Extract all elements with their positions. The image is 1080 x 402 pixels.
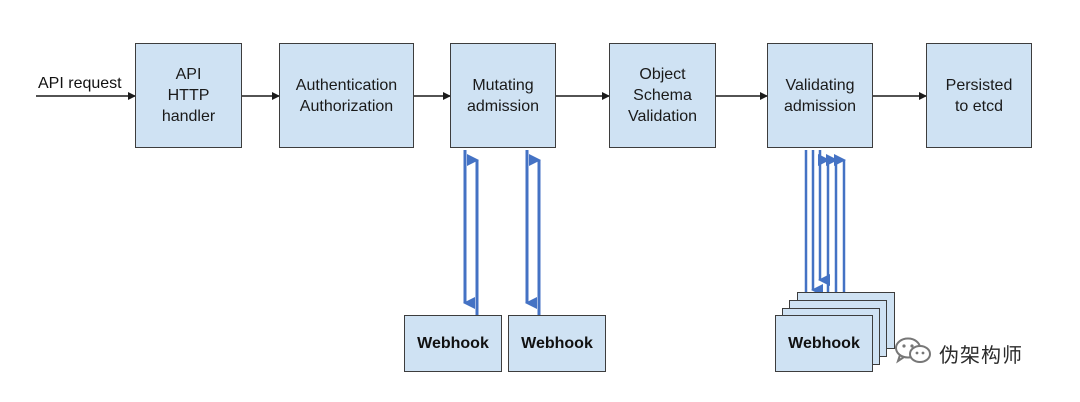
validating-webhook-arrows <box>804 150 846 310</box>
mutating-webhook-1: Webhook <box>404 315 502 372</box>
stage-validating-admission: Validating admission <box>767 43 873 148</box>
mutating-webhook-2: Webhook <box>508 315 606 372</box>
stage-object-schema-validation: Object Schema Validation <box>609 43 716 148</box>
stage-authentication-authorization: Authentication Authorization <box>279 43 414 148</box>
stage-mutating-admission: Mutating admission <box>450 43 556 148</box>
api-request-label: API request <box>38 75 122 92</box>
validating-webhook: Webhook <box>775 315 873 372</box>
wechat-icon <box>893 336 933 371</box>
stage-api-http-handler: API HTTP handler <box>135 43 242 148</box>
stage-persisted-to-etcd: Persisted to etcd <box>926 43 1032 148</box>
watermark: 伪架构师 <box>893 336 1023 371</box>
mutating-webhook-arrows <box>463 150 541 315</box>
watermark-text: 伪架构师 <box>939 343 1023 367</box>
